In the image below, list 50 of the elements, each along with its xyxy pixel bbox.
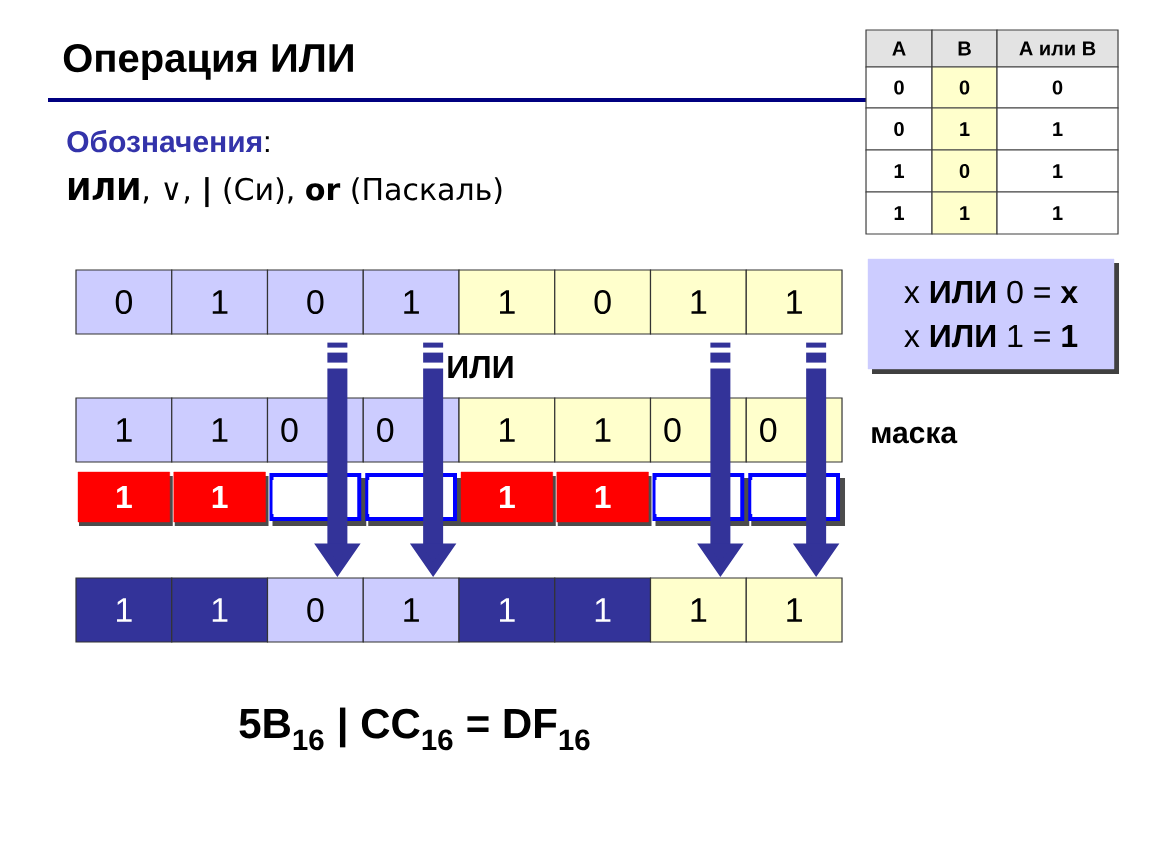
bit-cell: 1 bbox=[171, 577, 269, 643]
bit-cell: 1 bbox=[745, 577, 843, 643]
table-cell: 1 bbox=[865, 191, 933, 235]
bit-cell: 1 bbox=[77, 471, 173, 526]
table-cell: 0 bbox=[865, 66, 933, 109]
operation-label: ИЛИ bbox=[448, 356, 513, 379]
bit-cell: 1 bbox=[649, 269, 747, 335]
table-cell: 0 bbox=[931, 66, 998, 109]
bit-cell: 1 bbox=[173, 471, 269, 526]
bit-digit: 0 bbox=[664, 417, 681, 443]
table-cell: 1 bbox=[931, 107, 998, 151]
table-cell: A или B bbox=[996, 29, 1119, 68]
table-cell: 1 bbox=[996, 149, 1119, 193]
formula: 5B$_{16}$ | CC$_{16}$ = DF$_{16}$ bbox=[239, 707, 590, 751]
bit-digit: 0 bbox=[377, 417, 394, 443]
bit-cell: 1 bbox=[362, 577, 460, 643]
bit-cell: 1 bbox=[458, 397, 556, 463]
bit-cell: 1 bbox=[554, 577, 652, 643]
bit-cell: 1 bbox=[458, 577, 556, 643]
bit-digit: 0 bbox=[281, 417, 298, 443]
bit-cell: 1 bbox=[649, 577, 747, 643]
bit-cell: 1 bbox=[745, 269, 843, 335]
bit-cell: 1 bbox=[362, 269, 460, 335]
table-cell: 0 bbox=[996, 66, 1119, 109]
title: Операция ИЛИ bbox=[63, 43, 353, 81]
bit-digit: 0 bbox=[760, 417, 777, 443]
table-cell: 1 bbox=[996, 191, 1119, 235]
table-cell: B bbox=[931, 29, 998, 68]
table-cell: 1 bbox=[865, 149, 933, 193]
rule-box: x ИЛИ 0 = x x ИЛИ 1 = 1 bbox=[867, 258, 1119, 374]
table-cell: 0 bbox=[865, 107, 933, 151]
heading: Обозначения: bbox=[67, 130, 269, 153]
mask-label: маска bbox=[872, 426, 958, 444]
table-cell: 0 bbox=[931, 149, 998, 193]
bit-cell: 0 bbox=[75, 269, 173, 335]
table-cell: 1 bbox=[931, 191, 998, 235]
table-cell: A bbox=[865, 29, 933, 68]
bit-cell: 0 bbox=[266, 577, 364, 643]
bit-cell: 1 bbox=[460, 471, 556, 526]
bit-cell: 1 bbox=[171, 397, 269, 463]
bit-cell: 1 bbox=[458, 269, 556, 335]
bit-cell: 0 bbox=[554, 269, 652, 335]
notation-text: ИЛИ, ∨, | (Си), or (Паскаль) bbox=[68, 177, 502, 208]
bit-cell: 1 bbox=[556, 471, 652, 526]
bit-cell: 1 bbox=[75, 577, 173, 643]
bit-cell: 1 bbox=[554, 397, 652, 463]
bit-cell: 1 bbox=[75, 397, 173, 463]
table-cell: 1 bbox=[996, 107, 1119, 151]
bit-cell: 0 bbox=[266, 269, 364, 335]
bit-cell: 1 bbox=[171, 269, 269, 335]
